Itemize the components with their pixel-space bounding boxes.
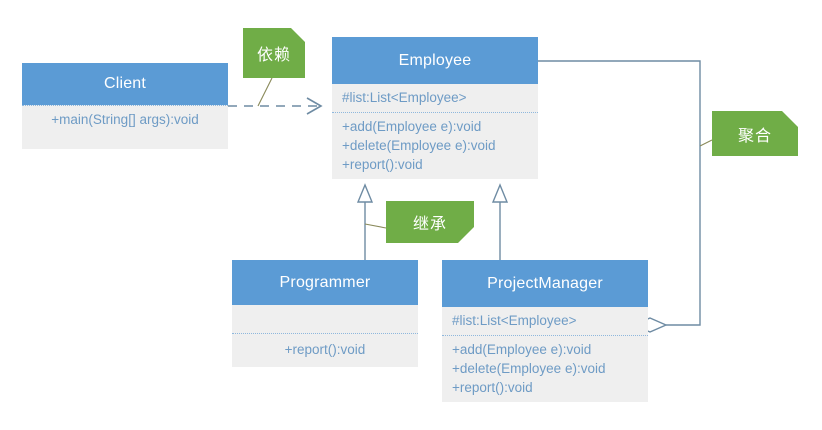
class-methods-client: +main(String[] args):void	[22, 105, 228, 149]
method-row: +delete(Employee e):void	[452, 361, 606, 376]
method-row: +report():void	[284, 342, 366, 357]
method-row: +main(String[] args):void	[51, 112, 199, 127]
method-row: +add(Employee e):void	[452, 342, 592, 357]
class-box-employee[interactable]: Employee #list:List<Employee> +add(Emplo…	[332, 37, 538, 179]
class-attributes-employee: #list:List<Employee>	[332, 84, 538, 113]
edge-dependency-client-employee	[228, 77, 323, 115]
method-row: +add(Employee e):void	[342, 119, 482, 134]
note-label: 继承	[412, 216, 447, 233]
class-methods-employee: +add(Employee e):void +delete(Employee e…	[332, 113, 538, 179]
class-name-client: Client	[22, 63, 228, 105]
note-fold-corner-icon	[782, 111, 798, 127]
attribute-row: #list:List<Employee>	[452, 313, 577, 328]
class-box-client[interactable]: Client +main(String[] args):void	[22, 63, 228, 149]
note-inheritance[interactable]: 继承	[386, 201, 474, 243]
class-attributes-projectmanager: #list:List<Employee>	[442, 307, 648, 336]
class-box-programmer[interactable]: Programmer +report():void	[232, 260, 418, 367]
note-fold-corner-icon	[458, 227, 474, 243]
note-fold-corner-icon	[291, 28, 305, 42]
note-label: 聚合	[737, 127, 772, 145]
class-attributes-programmer	[232, 305, 418, 334]
method-row: +report():void	[342, 157, 423, 172]
attribute-row: #list:List<Employee>	[342, 90, 467, 105]
class-methods-programmer: +report():void	[232, 334, 418, 367]
class-methods-projectmanager: +add(Employee e):void +delete(Employee e…	[442, 336, 648, 402]
method-row: +delete(Employee e):void	[342, 138, 496, 153]
class-name-programmer: Programmer	[232, 260, 418, 305]
note-aggregation[interactable]: 聚合	[712, 111, 798, 156]
edge-generalization-projectmanager-employee	[491, 183, 509, 260]
class-name-employee: Employee	[332, 37, 538, 84]
edge-generalization-programmer-employee	[356, 183, 387, 260]
note-label: 依赖	[256, 47, 291, 64]
method-row: +report():void	[452, 380, 533, 395]
class-name-projectmanager: ProjectManager	[442, 260, 648, 307]
class-box-projectmanager[interactable]: ProjectManager #list:List<Employee> +add…	[442, 260, 648, 402]
note-dependency[interactable]: 依赖	[243, 28, 305, 78]
